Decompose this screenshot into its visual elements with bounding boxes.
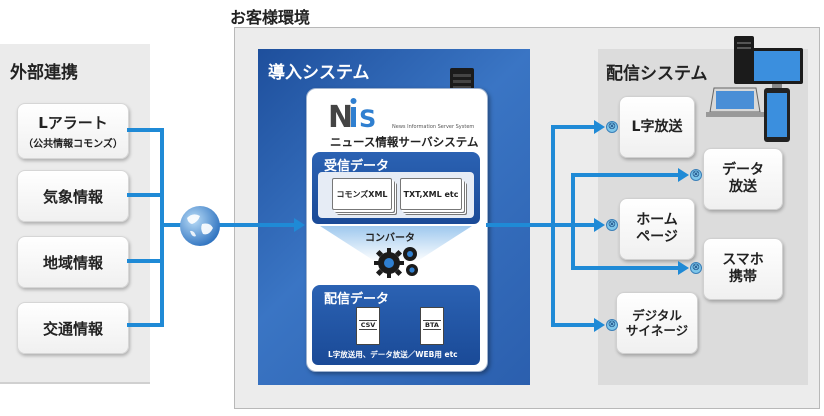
- distribute-title: 配信データ: [324, 292, 390, 307]
- file-bta-label: BTA: [423, 320, 441, 330]
- external-title: 外部連携: [10, 63, 78, 83]
- intro-title: 導入システム: [268, 63, 370, 83]
- node-data-broadcast-icon: ⊗: [690, 169, 702, 181]
- output-smartphone: スマホ 携帯: [703, 238, 783, 300]
- source-l-alert: Lアラート （公共情報コモンズ）: [17, 103, 129, 159]
- source-l-alert-label: Lアラート: [38, 114, 108, 132]
- source-weather: 気象情報: [17, 170, 129, 222]
- output-smartphone-label: スマホ 携帯: [722, 252, 764, 285]
- nis-logo: N S: [326, 93, 390, 133]
- file-bta: BTA: [420, 307, 444, 345]
- output-homepage: ホーム ページ: [619, 198, 695, 260]
- source-regional-label: 地域情報: [42, 253, 103, 272]
- gears-icon: [372, 243, 422, 279]
- logo-subtext: News Information Server System: [392, 124, 475, 130]
- external-divider: [0, 382, 150, 384]
- converter-label: コンバータ: [365, 233, 415, 244]
- node-signage-icon: ⊗: [606, 319, 618, 331]
- source-regional: 地域情報: [17, 236, 129, 288]
- distribute-section: 配信データ: [312, 285, 480, 365]
- svg-text:N: N: [328, 100, 353, 133]
- node-smartphone-icon: ⊗: [690, 262, 702, 274]
- environment-title: お客様環境: [230, 8, 311, 27]
- globe-icon: [178, 204, 222, 248]
- svg-text:S: S: [359, 105, 376, 133]
- file-csv: CSV: [356, 307, 380, 345]
- receive-title: 受信データ: [324, 159, 390, 174]
- delivery-title: 配信システム: [606, 64, 708, 84]
- receive-doc-commons: コモンズXML: [332, 178, 392, 210]
- receive-doc-txt: TXT,XML etc: [400, 178, 462, 210]
- output-homepage-label: ホーム ページ: [636, 212, 678, 245]
- output-data-broadcast: データ 放送: [703, 148, 783, 210]
- output-signage: デジタル サイネージ: [616, 292, 698, 354]
- file-csv-label: CSV: [359, 320, 377, 330]
- system-name: ニュース情報サーバシステム: [330, 135, 479, 149]
- source-traffic: 交通情報: [17, 302, 129, 354]
- distribute-note: L字放送用、データ放送／WEB用 etc: [328, 350, 458, 359]
- source-l-alert-sub: （公共情報コモンズ）: [23, 139, 123, 150]
- source-traffic-label: 交通情報: [42, 319, 103, 338]
- output-l-broadcast-label: L字放送: [631, 118, 683, 135]
- node-homepage-icon: ⊗: [606, 219, 618, 231]
- converter-funnel: [312, 226, 480, 266]
- source-weather-label: 気象情報: [42, 187, 103, 206]
- devices-icon: [706, 30, 818, 148]
- output-l-broadcast: L字放送: [619, 96, 695, 158]
- output-signage-label: デジタル サイネージ: [625, 308, 689, 338]
- output-data-broadcast-label: データ 放送: [722, 162, 764, 195]
- node-l-broadcast-icon: ⊗: [606, 121, 618, 133]
